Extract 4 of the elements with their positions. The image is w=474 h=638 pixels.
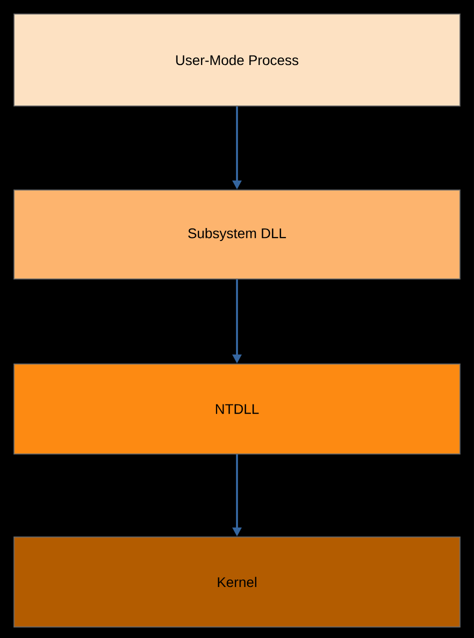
process-box: User-Mode Process: [14, 14, 460, 106]
process-box: Subsystem DLL: [14, 190, 460, 280]
process-box: Kernel: [14, 536, 460, 628]
process-box: NTDLL: [14, 364, 460, 454]
